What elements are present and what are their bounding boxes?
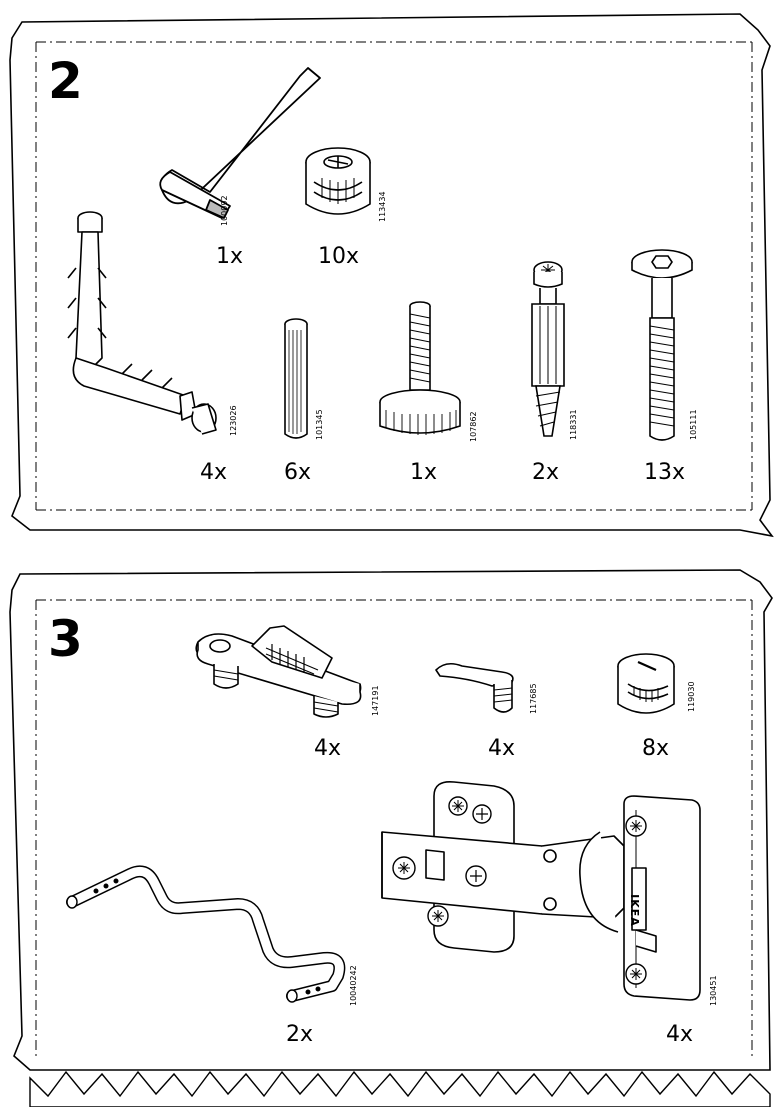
part-qty: 2x: [532, 460, 560, 485]
small-cam-lock-icon: [617, 653, 675, 714]
panel-3-frame: [9, 569, 773, 1071]
part-qty: 1x: [216, 244, 244, 269]
connector-bolt-icon: [631, 249, 693, 441]
step-number-3: 3: [48, 610, 83, 668]
part-code: 105111: [689, 409, 698, 440]
part-code: 119030: [687, 681, 696, 712]
cam-lock-icon: [305, 147, 371, 215]
part-qty: 1x: [410, 460, 438, 485]
part-code: 101345: [315, 409, 324, 440]
part-code: 113434: [378, 191, 387, 222]
shelf-support-icon: [435, 662, 514, 713]
bent-rod-icon: [66, 865, 346, 1003]
part-qty: 4x: [200, 460, 228, 485]
hinge-mounting-plate-icon: [195, 625, 362, 718]
torn-edge: [29, 1070, 771, 1107]
wooden-dowel-icon: [284, 318, 308, 439]
expanding-dowel-icon: [531, 261, 565, 437]
part-qty: 4x: [666, 1022, 694, 1047]
part-code: 118331: [569, 409, 578, 440]
part-qty: 8x: [642, 736, 670, 761]
part-code: 147191: [371, 685, 380, 716]
step-number-2: 2: [48, 52, 83, 110]
ikea-logo: IKEA: [624, 884, 644, 936]
adjustable-foot-icon: [379, 301, 461, 435]
part-qty: 4x: [488, 736, 516, 761]
ikea-logo-text: IKEA: [627, 893, 641, 927]
part-code: 123026: [229, 405, 238, 436]
part-qty: 10x: [318, 244, 360, 269]
part-code: 107862: [469, 411, 478, 442]
part-code: 130451: [709, 975, 718, 1006]
part-qty: 2x: [286, 1022, 314, 1047]
part-code: 117685: [529, 683, 538, 714]
part-qty: 13x: [644, 460, 686, 485]
corner-connector-icon: [67, 211, 217, 435]
panel-3-dash: [35, 599, 753, 1060]
part-qty: 6x: [284, 460, 312, 485]
part-code: 10040242: [349, 965, 358, 1006]
panel-2-dash: [35, 41, 753, 511]
cabinet-hinge-icon: [381, 780, 701, 1001]
allen-key-icon: [159, 67, 321, 219]
part-qty: 4x: [314, 736, 342, 761]
panel-2-frame: [9, 13, 774, 538]
